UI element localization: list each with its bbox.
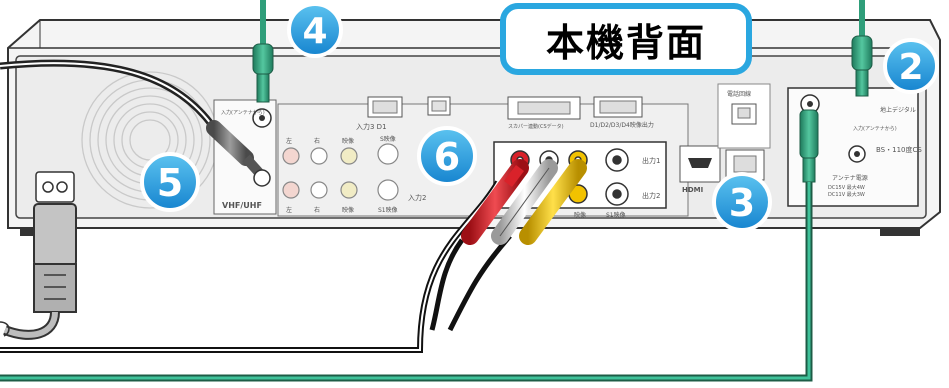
- bs-cs-jack: [848, 145, 866, 163]
- input2-label: 入力2: [408, 193, 426, 202]
- antenna-cable-to-tv: [0, 59, 271, 187]
- page-title: 本機背面: [545, 20, 706, 65]
- antenna-in-label: 入力(アンテナから): [221, 109, 265, 116]
- antenna-cable-3: [0, 109, 819, 382]
- s1-video-label-2: S1映像: [378, 206, 398, 214]
- phone-line-port: [717, 83, 771, 149]
- video-label-1: 映像: [342, 137, 354, 145]
- skyperfect-connector: [507, 96, 581, 120]
- hdmi-port: [679, 145, 721, 183]
- left-label-1: 左: [286, 137, 292, 145]
- phone-line-label: 電話回線: [727, 90, 751, 98]
- red-plug: [461, 159, 529, 245]
- input2-jacks: [282, 143, 399, 201]
- power-inlet: [35, 171, 75, 203]
- terrestrial-digital-label: 地上デジタル: [880, 106, 916, 114]
- s-video-label-1: S映像: [380, 135, 396, 143]
- antenna-in-jack: [252, 108, 272, 128]
- white-plug: [491, 159, 558, 245]
- input3-d1-label: 入力3 D1: [356, 122, 387, 131]
- output1-label: 出力1: [642, 156, 660, 165]
- skyperfect-label: スカパー連動(CSデータ): [508, 123, 564, 130]
- right-label-1: 右: [314, 137, 320, 145]
- power-spec-2: DC11V 最大3W: [828, 191, 865, 198]
- callout-4: 4: [287, 2, 343, 58]
- callout-5: 5: [140, 152, 200, 212]
- antenna-cable-2: [851, 0, 873, 97]
- output2-label: 出力2: [642, 191, 660, 200]
- video-label-2: 映像: [342, 206, 354, 214]
- power-cord: [0, 203, 77, 340]
- power-spec-1: DC15V 最大4W: [828, 184, 865, 191]
- av-cable: [0, 159, 587, 353]
- d-output-label: D1/D2/D3/D4映像出力: [590, 121, 654, 129]
- callout-6-number: 6: [434, 135, 460, 179]
- left-label-2: 左: [286, 206, 292, 214]
- callout-5-number: 5: [157, 161, 183, 205]
- hdmi-label: HDMI: [682, 186, 703, 194]
- bs-cs-label: BS・110度CS: [876, 145, 922, 154]
- callout-4-number: 4: [302, 11, 327, 52]
- antenna-power-label: アンテナ電源: [832, 174, 868, 182]
- callout-3-number: 3: [729, 181, 755, 225]
- callout-3: 3: [712, 172, 772, 232]
- title-box: 本機背面: [500, 3, 752, 75]
- right-label-2: 右: [314, 206, 320, 214]
- vhf-uhf-label: VHF/UHF: [222, 201, 262, 210]
- callout-6: 6: [417, 126, 477, 186]
- cs-data-connector: [427, 96, 451, 116]
- callout-2-number: 2: [898, 47, 923, 88]
- video-label-3: 映像: [574, 211, 586, 219]
- yellow-plug: [519, 159, 587, 245]
- antenna-cable-4: [252, 0, 274, 103]
- s1-video-label-3: S1映像: [606, 211, 626, 219]
- d-output-connector: [593, 96, 643, 118]
- d1-input-connector: [367, 96, 403, 118]
- antenna-in-label-2: 入力(アンテナから): [853, 125, 897, 132]
- callout-2: 2: [883, 38, 939, 94]
